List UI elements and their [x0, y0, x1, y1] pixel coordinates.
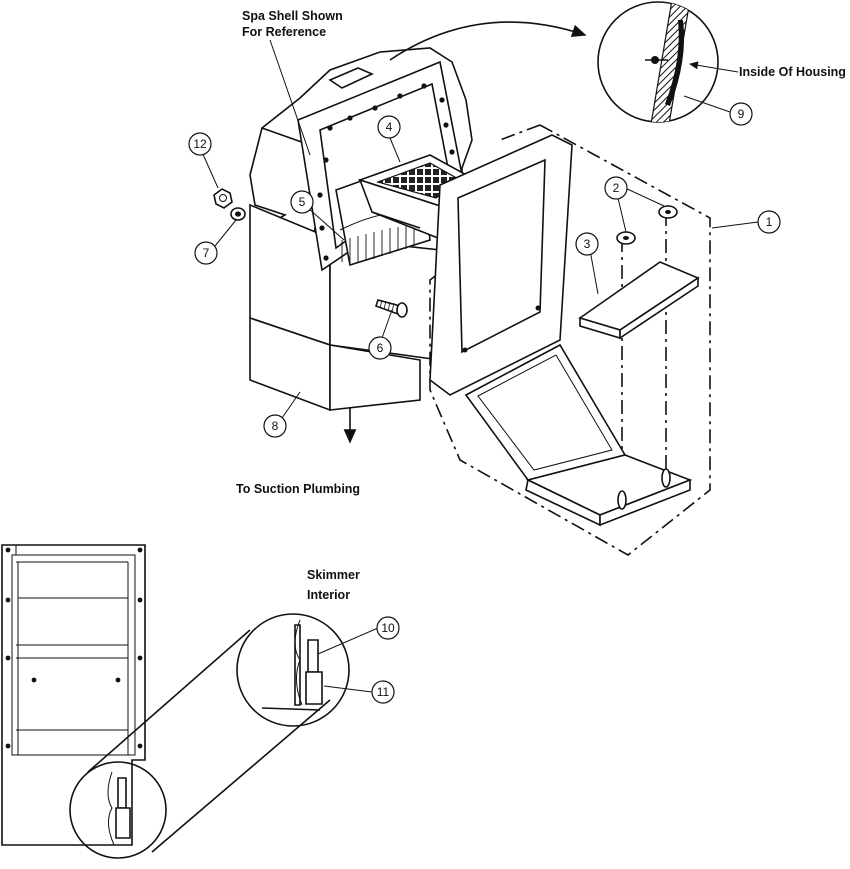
leader-lines — [201, 39, 759, 693]
callout-2: 2 — [604, 176, 628, 200]
svg-text:11: 11 — [377, 685, 390, 699]
callout-10: 10 — [376, 616, 400, 640]
screw-6 — [374, 299, 408, 318]
inside-housing-label: Inside Of Housing — [739, 65, 846, 79]
callout-3: 3 — [575, 232, 599, 256]
skimmer-interior-label-line1: Skimmer — [307, 568, 360, 582]
svg-text:10: 10 — [381, 621, 395, 635]
svg-text:12: 12 — [193, 137, 207, 151]
skimmer-interior-label-line2: Interior — [307, 588, 350, 602]
lid-bottom-plate — [464, 343, 693, 527]
callout-9: 9 — [729, 102, 753, 126]
callout-12: 12 — [188, 132, 212, 156]
spa-shell-label-line2: For Reference — [242, 25, 326, 39]
foam-block-3 — [578, 261, 700, 340]
svg-text:9: 9 — [738, 107, 745, 121]
magnifier — [69, 613, 350, 859]
svg-text:6: 6 — [377, 341, 384, 355]
callout-7: 7 — [194, 241, 218, 265]
svg-text:2: 2 — [613, 181, 620, 195]
detail-arrow — [389, 21, 587, 61]
nut-12 — [213, 188, 233, 209]
svg-text:4: 4 — [386, 120, 393, 134]
grommet-2a — [616, 231, 636, 245]
skimmer-housing-body — [249, 203, 441, 444]
svg-text:5: 5 — [299, 195, 306, 209]
callout-1: 1 — [757, 210, 781, 234]
grommet-2b — [658, 205, 678, 219]
spa-shell-label-line1: Spa Shell Shown — [242, 9, 343, 23]
callout-6: 6 — [368, 336, 392, 360]
detail-inside-housing — [597, 1, 739, 123]
svg-text:8: 8 — [272, 419, 279, 433]
skimmer-front-view — [1, 544, 146, 846]
washer-7 — [230, 207, 246, 221]
suction-plumbing-label: To Suction Plumbing — [236, 482, 360, 496]
svg-text:3: 3 — [584, 237, 591, 251]
callout-8: 8 — [263, 414, 287, 438]
svg-text:1: 1 — [766, 215, 773, 229]
gasket-frame — [429, 134, 573, 396]
callout-4: 4 — [377, 115, 401, 139]
svg-text:7: 7 — [203, 246, 210, 260]
callout-11: 11 — [371, 680, 395, 704]
callout-5: 5 — [290, 190, 314, 214]
